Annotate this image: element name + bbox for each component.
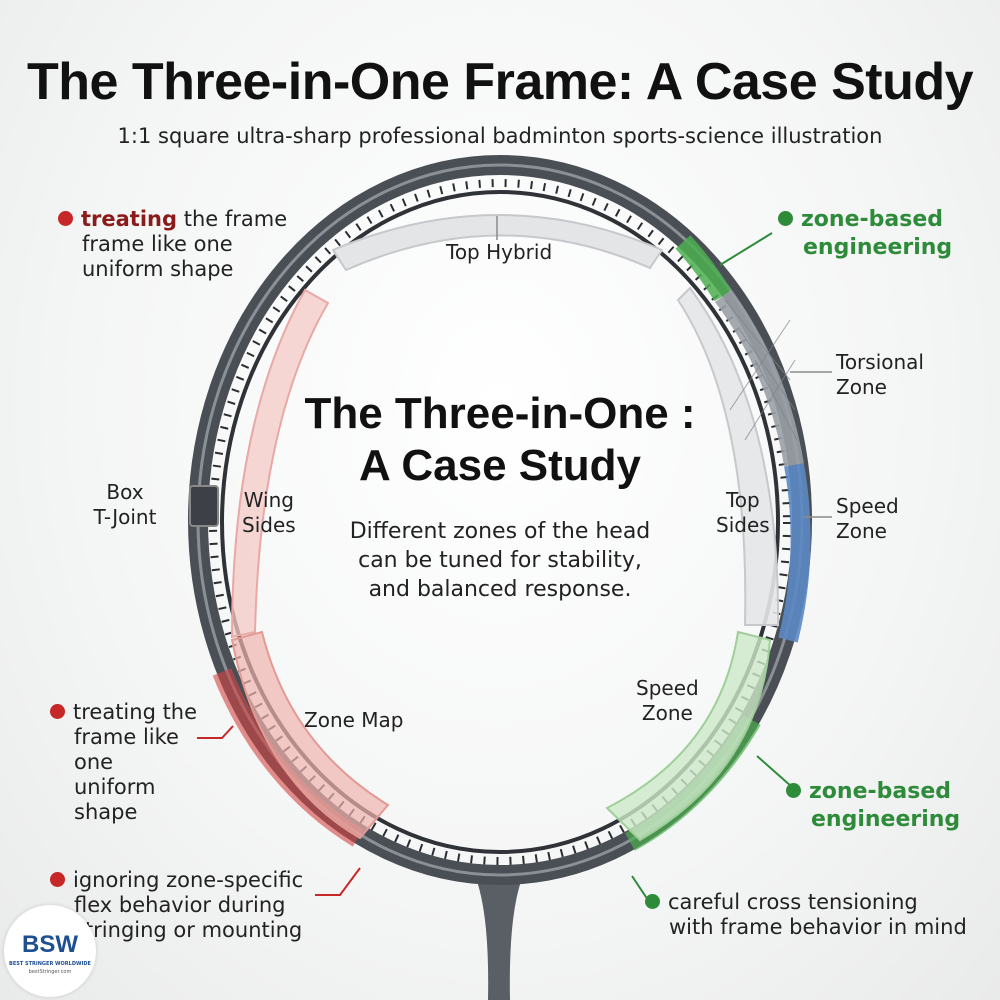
frame-inner: [220, 190, 780, 854]
note-bad-1-line1: the frame: [177, 207, 288, 231]
callout-torsional-line2: Zone: [836, 375, 887, 399]
note-good-1: zone-based engineering: [778, 206, 978, 262]
band-wing-sides: [230, 288, 330, 639]
note-bad-2-line2: frame like: [74, 725, 179, 749]
bullet-red-icon: [50, 703, 65, 719]
center-desc-line1: Different zones of the head: [349, 519, 651, 544]
zone-label-top-sides-line1: Top: [725, 488, 760, 512]
note-good-1-line1: zone-based: [801, 207, 943, 232]
note-bad-1-highlight: treating: [81, 207, 178, 231]
zone-label-zone-map: Zone Map: [304, 708, 404, 732]
zone-label-top-sides: Top Sides: [716, 488, 770, 538]
note-bad-2-line1: treating the: [73, 700, 198, 724]
logo-main-text: BSW: [22, 931, 78, 958]
band-top-sides: [676, 286, 780, 626]
note-bad-3: ignoring zone-specific flex behavior dur…: [50, 868, 320, 943]
leader-good1: [719, 232, 773, 266]
bullet-green-icon: [786, 782, 801, 798]
leader-bad2: [197, 725, 234, 739]
note-good-2-line2: engineering: [811, 807, 961, 832]
callout-speed-zone: Speed Zone: [836, 494, 899, 544]
bullet-green-icon: [778, 210, 793, 226]
note-bad-2-line5: shape: [74, 800, 138, 824]
logo-url: bestStringer.com: [28, 969, 72, 975]
bullet-red-icon: [50, 871, 65, 887]
center-title-line1: The Three-in-One :: [304, 389, 696, 438]
callout-box-tjoint: Box T-Joint: [80, 480, 170, 530]
zone-label-top-hybrid: Top Hybrid: [446, 240, 553, 264]
page-subtitle: 1:1 square ultra-sharp professional badm…: [117, 124, 883, 148]
zone-label-speed-inner-line1: Speed: [636, 676, 699, 700]
bullet-red-icon: [58, 210, 73, 226]
note-good-1-line2: engineering: [803, 235, 953, 260]
band-zone-map: [230, 630, 390, 840]
note-bad-2-line4: uniform: [74, 775, 156, 799]
note-bad-1-line2: frame like one: [82, 232, 233, 256]
center-desc-line2: can be tuned for stability,: [358, 548, 642, 573]
leader-good2: [756, 755, 793, 788]
racket-throat: [470, 865, 528, 1000]
note-good-3-line1: careful cross tensioning: [668, 890, 918, 914]
note-bad-2-line3: one: [74, 750, 114, 774]
note-bad-3-line2: flex behavior during: [74, 893, 286, 917]
t-joint-marker: [189, 485, 219, 527]
frame-zone-speed-blue: [778, 463, 811, 643]
zone-label-wing-sides: Wing Sides: [242, 488, 296, 538]
zone-label-top-sides-line2: Sides: [716, 513, 770, 537]
band-speed-zone: [605, 630, 772, 842]
leader-good3: [631, 875, 649, 901]
center-title: The Three-in-One : A Case Study: [250, 388, 750, 492]
callout-torsional-zone: Torsional Zone: [836, 350, 924, 400]
note-bad-2: treating the frame like one uniform shap…: [50, 700, 220, 825]
note-good-3: careful cross tensioning with frame beha…: [645, 890, 985, 940]
callout-speed-line2: Zone: [836, 519, 887, 543]
grommet-row: [209, 179, 791, 865]
zone-label-speed-inner: Speed Zone: [636, 676, 699, 726]
callout-speed-line1: Speed: [836, 494, 899, 518]
torsional-hatch: [724, 299, 798, 441]
bsw-logo: BSW BEST STRINGER WORLDWIDE bestStringer…: [4, 905, 96, 997]
callout-torsional-line1: Torsional: [836, 350, 924, 374]
note-good-2-line1: zone-based: [809, 779, 951, 804]
note-bad-3-line3: stringing or mounting: [74, 918, 303, 942]
bullet-green-icon: [645, 893, 660, 909]
callout-box-tjoint-line2: T-Joint: [93, 505, 157, 529]
band-top-hybrid: [331, 214, 664, 272]
note-good-3-line2: with frame behavior in mind: [669, 915, 967, 939]
center-description: Different zones of the head can be tuned…: [290, 517, 710, 604]
note-bad-3-line1: ignoring zone-specific: [73, 868, 304, 892]
page-title: The Three-in-One Frame: A Case Study: [26, 53, 974, 111]
note-bad-1-line3: uniform shape: [82, 257, 234, 281]
callout-box-tjoint-line1: Box: [106, 480, 144, 504]
zone-label-wing-sides-line2: Sides: [242, 513, 296, 537]
zone-label-wing-sides-line1: Wing: [243, 488, 294, 512]
note-bad-1: treating the frame frame like one unifor…: [58, 207, 288, 282]
frame-zone-green-top: [675, 235, 732, 302]
center-title-line2: A Case Study: [358, 441, 641, 490]
zone-label-speed-inner-line2: Zone: [641, 701, 693, 725]
logo-subtitle: BEST STRINGER WORLDWIDE: [9, 961, 91, 967]
leader-bad3: [315, 867, 361, 896]
note-good-2: zone-based engineering: [786, 778, 986, 834]
center-desc-line3: and balanced response.: [368, 577, 632, 602]
